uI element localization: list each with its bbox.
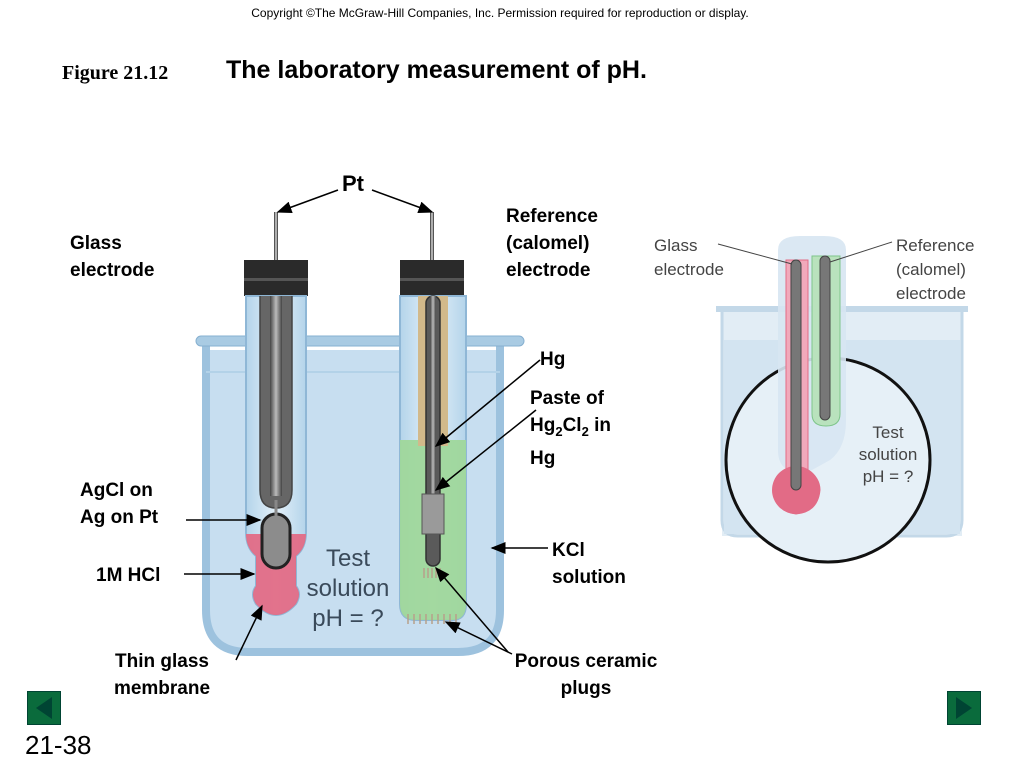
pt-label: Pt — [342, 171, 364, 196]
kcl-label-line1: KCl — [552, 540, 585, 561]
paste-label-line2: Hg2Cl2 in — [530, 415, 611, 439]
slide-number: 21-38 — [25, 730, 92, 760]
paste-label: Paste of Hg2Cl2 in Hg — [530, 385, 611, 472]
inset-glass-line1: Glass — [654, 236, 698, 255]
paste-label-line1: Paste of — [530, 388, 604, 409]
reference-electrode-label: Reference (calomel) electrode — [506, 203, 598, 284]
hcl-label: 1M HCl — [96, 565, 161, 586]
triangle-right-icon — [956, 697, 972, 719]
thin-glass-label: Thin glass membrane — [100, 648, 224, 702]
prev-slide-button[interactable] — [27, 691, 61, 725]
porous-plugs-label-line1: Porous ceramic — [514, 651, 658, 672]
inset-glass-line2: electrode — [654, 260, 724, 279]
thin-glass-label-line1: Thin glass — [115, 651, 209, 672]
inset-test-line1: Test — [872, 423, 904, 442]
agcl-label: AgCl on Ag on Pt — [80, 477, 158, 531]
inset-reference-line3: electrode — [896, 284, 966, 303]
inset-test-solution-label: Test solution pH = ? — [846, 422, 930, 488]
kcl-label: KCl solution — [552, 537, 626, 591]
glass-electrode-label-line2: electrode — [70, 260, 155, 281]
test-solution-line2: solution — [306, 575, 390, 602]
leader-arrows — [184, 189, 548, 661]
triangle-left-icon — [36, 697, 52, 719]
porous-plugs-label-line2: plugs — [560, 678, 612, 699]
inset-reference-line2: (calomel) — [896, 260, 966, 279]
glass-electrode-label: Glass electrode — [70, 230, 154, 284]
thin-glass-label-line2: membrane — [113, 678, 211, 699]
porous-plugs-label: Porous ceramic plugs — [496, 648, 676, 702]
inset-reference-electrode-label: Reference (calomel) electrode — [896, 234, 974, 306]
test-solution-label: Test solution pH = ? — [296, 544, 400, 634]
glass-electrode-label-line1: Glass — [70, 233, 122, 254]
figure-title: The laboratory measurement of pH. — [226, 56, 647, 84]
inset-reference-line1: Reference — [896, 236, 975, 255]
paste-label-line3: Hg — [530, 447, 556, 469]
figure-number: Figure 21.12 — [62, 62, 169, 84]
next-slide-button[interactable] — [947, 691, 981, 725]
inset-test-line3: pH = ? — [862, 467, 914, 486]
reference-electrode-label-line1: Reference — [506, 206, 598, 227]
reference-electrode — [399, 212, 467, 624]
test-solution-line3: pH = ? — [312, 605, 384, 632]
agcl-label-line1: AgCl on — [80, 480, 153, 501]
reference-electrode-label-line2: (calomel) — [506, 233, 590, 254]
reference-electrode-label-line3: electrode — [506, 260, 591, 281]
copyright-notice: Copyright ©The McGraw-Hill Companies, In… — [251, 6, 749, 20]
inset-test-line2: solution — [858, 445, 918, 464]
hg-label: Hg — [540, 349, 566, 370]
agcl-label-line2: Ag on Pt — [80, 507, 159, 528]
inset-diagram — [716, 236, 968, 564]
test-solution-line1: Test — [325, 545, 370, 572]
kcl-label-line2: solution — [552, 567, 626, 588]
glass-electrode — [244, 212, 308, 616]
inset-glass-electrode-label: Glass electrode — [654, 234, 724, 282]
